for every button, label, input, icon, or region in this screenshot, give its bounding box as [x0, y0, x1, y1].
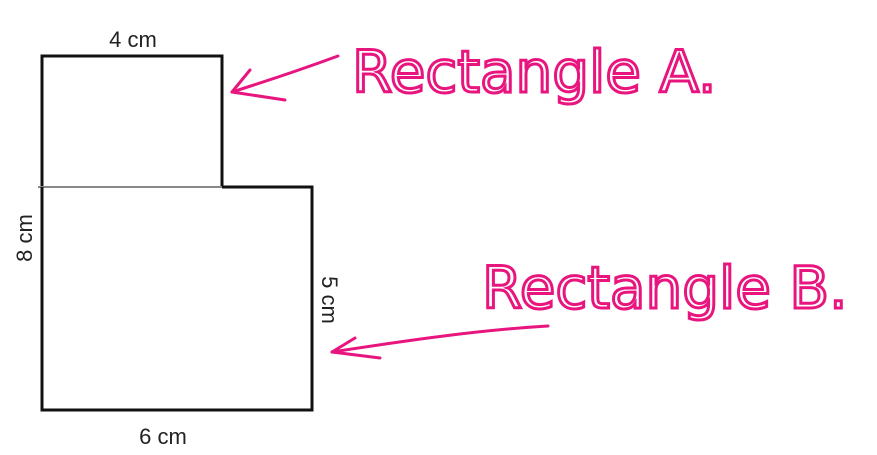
right-height-label: 5 cm [317, 276, 342, 324]
rectangle-b-outline [40, 185, 314, 412]
rectangle-b-annotation: Rectangle B. [482, 254, 848, 322]
rectangle-a-annotation: Rectangle A. [352, 38, 716, 106]
top-width-label: 4 cm [109, 27, 157, 52]
arrow-a [230, 54, 340, 102]
arrow-b [330, 324, 550, 360]
rectangle-a-outline [40, 54, 224, 187]
bottom-width-label: 6 cm [139, 424, 187, 449]
left-height-label: 8 cm [12, 214, 37, 262]
